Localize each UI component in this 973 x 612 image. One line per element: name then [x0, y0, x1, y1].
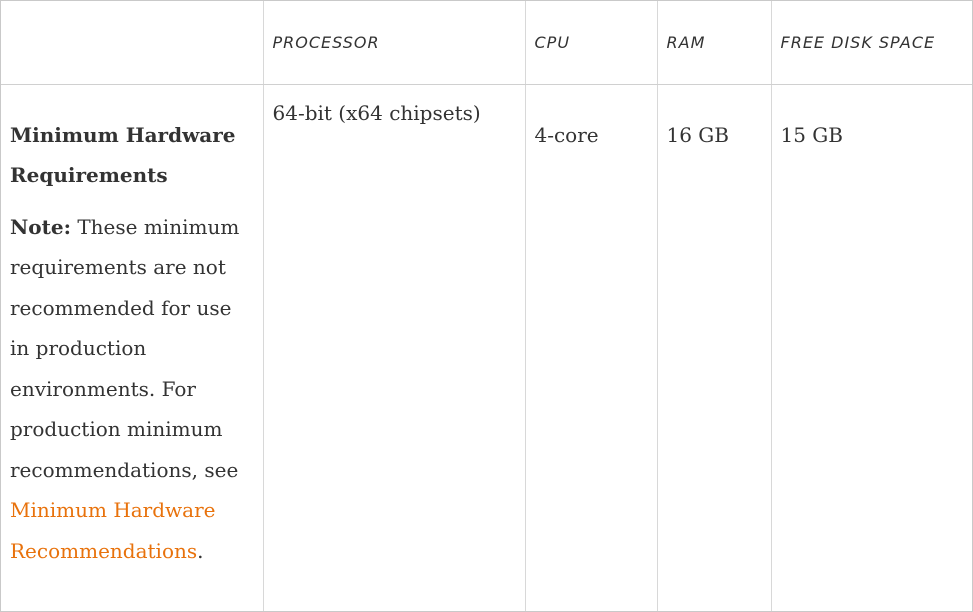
header-disk: FREE DISK SPACE	[770, 1, 972, 85]
header-cpu: CPU	[524, 1, 657, 85]
header-cpu-label: CPU	[534, 32, 571, 52]
disk-cell: 15 GB	[770, 84, 972, 611]
note-trailing-period: .	[197, 538, 204, 563]
cpu-cell: 4-core	[524, 84, 657, 611]
cpu-value: 4-core	[534, 122, 599, 147]
header-ram: RAM	[656, 1, 771, 85]
processor-value: 64-bit (x64 chipsets)	[272, 100, 481, 125]
processor-cell: 64-bit (x64 chipsets)	[262, 84, 525, 611]
table-row: Minimum Hardware Requirements Note: Thes…	[1, 84, 972, 611]
row-label-cell: Minimum Hardware Requirements Note: Thes…	[1, 84, 263, 611]
header-processor-label: PROCESSOR	[272, 32, 380, 52]
header-disk-label: FREE DISK SPACE	[780, 32, 936, 52]
note-paragraph: Note: These minimum requirements are not…	[10, 207, 255, 572]
table-header-row: PROCESSOR CPU RAM FREE DISK SPACE	[1, 1, 972, 85]
disk-value: 15 GB	[780, 122, 843, 147]
note-text: These minimum requirements are not recom…	[10, 214, 240, 482]
header-processor: PROCESSOR	[262, 1, 525, 85]
header-ram-label: RAM	[666, 32, 706, 52]
row-heading: Minimum Hardware Requirements	[10, 122, 236, 187]
header-empty	[1, 1, 263, 85]
note-label: Note:	[10, 214, 71, 239]
minimum-hardware-recommendations-link[interactable]: Minimum Hardware Recommendations	[10, 498, 216, 563]
ram-value: 16 GB	[666, 122, 729, 147]
ram-cell: 16 GB	[656, 84, 771, 611]
